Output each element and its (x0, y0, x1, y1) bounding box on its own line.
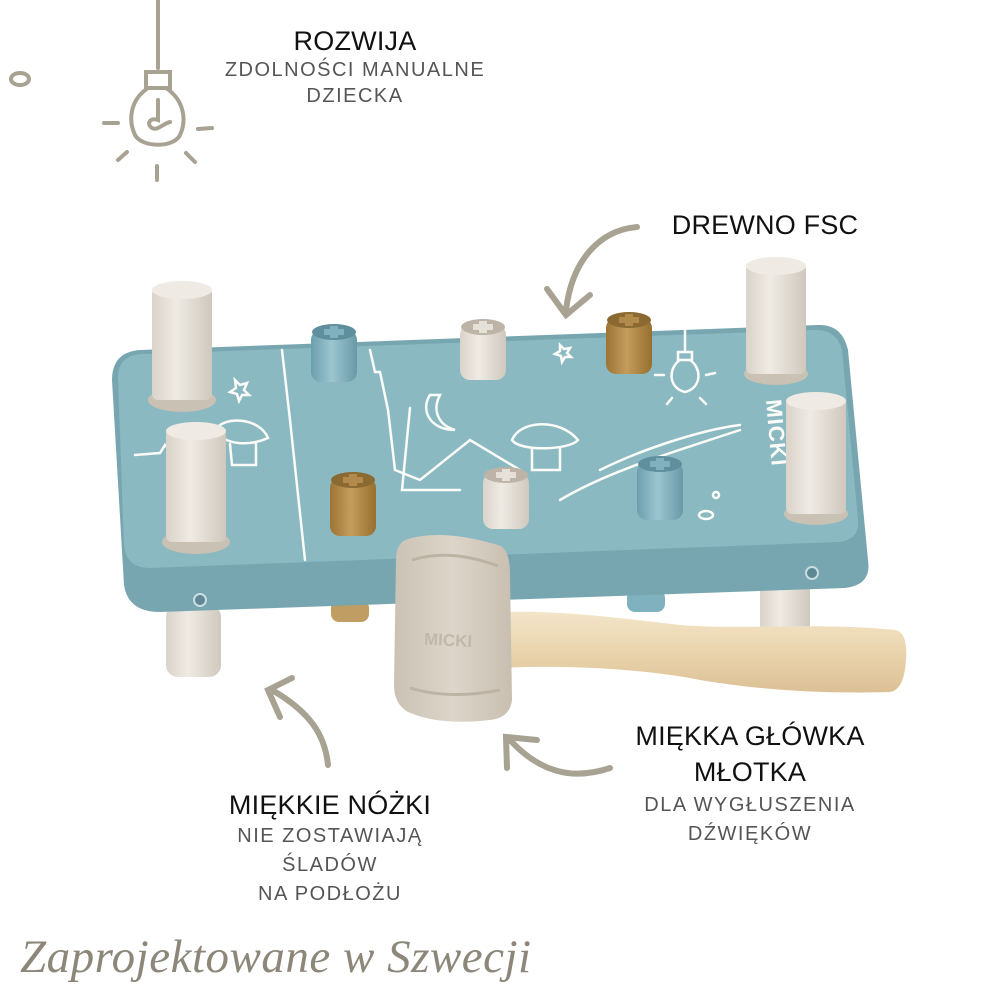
feature-title: MIĘKKA GŁÓWKA (635, 721, 865, 751)
feature-subtitle-line: ŚLADÓW (282, 854, 378, 877)
feature-rozwija: ROZWIJA ZDOLNOŚCI MANUALNE DZIECKA (200, 26, 510, 109)
feature-subtitle-line: ZDOLNOŚCI MANUALNE (224, 59, 486, 82)
curved-arrow-icon (502, 733, 613, 777)
peg-cream (483, 467, 529, 529)
feature-subtitle-line: DŹWIĘKÓW (687, 823, 813, 845)
tall-peg (148, 281, 216, 412)
curved-arrow-icon (544, 224, 640, 320)
tagline: Zaprojektowane w Szwecji (20, 931, 532, 983)
feature-soft-hammer: MIĘKKA GŁÓWKA MŁOTKA DLA WYGŁUSZENIA DŹW… (605, 718, 895, 848)
feature-title: DREWNO FSC (671, 210, 859, 240)
peg-blue (637, 456, 683, 520)
wooden-hammer: MICKI (394, 535, 907, 722)
curved-arrow-icon (264, 675, 331, 768)
feature-subtitle-line: NA PODŁOŻU (258, 883, 402, 906)
tall-peg (784, 392, 848, 525)
lightbulb-icon (102, 0, 214, 182)
hammer-brand-label: MICKI (424, 630, 473, 651)
feature-subtitle-line: NIE ZOSTAWIAJĄ (237, 825, 423, 848)
tall-peg (744, 257, 808, 385)
feature-drewno-fsc: DREWNO FSC (650, 210, 880, 241)
peg-blue (311, 324, 357, 382)
feature-soft-legs: MIĘKKIE NÓŻKI NIE ZOSTAWIAJĄ ŚLADÓW NA P… (195, 790, 465, 908)
feature-title: MŁOTKA (693, 757, 807, 787)
screw-icon (805, 566, 819, 580)
peg-ochre (606, 312, 652, 374)
feature-subtitle-line: DLA WYGŁUSZENIA (644, 794, 856, 816)
feature-title: MIĘKKIE NÓŻKI (228, 790, 432, 820)
peg-ochre (330, 472, 376, 536)
tall-peg (162, 422, 230, 554)
feature-title: ROZWIJA (293, 26, 417, 56)
decorative-circle-icon (9, 71, 31, 87)
feature-subtitle-line: DZIECKA (306, 85, 404, 108)
screw-icon (193, 593, 207, 607)
soft-leg (166, 580, 810, 677)
peg-cream (460, 319, 506, 380)
